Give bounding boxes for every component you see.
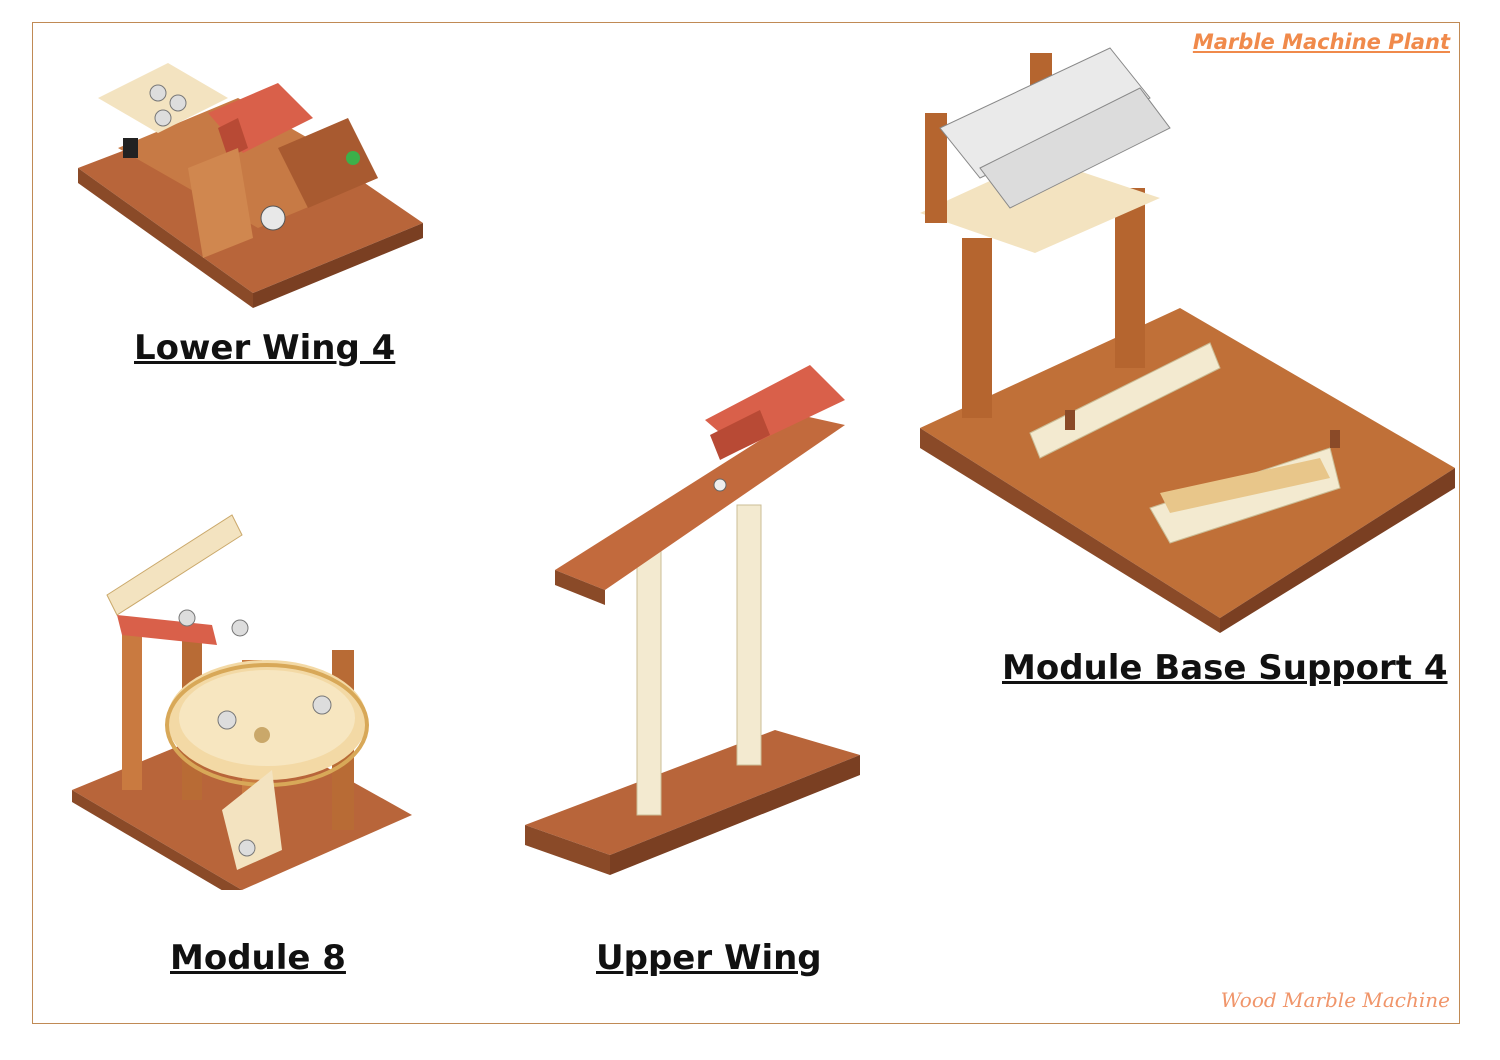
lower-wing-label: Lower Wing 4: [134, 328, 396, 368]
upper-wing-label: Upper Wing: [596, 938, 822, 978]
footer-caption: Wood Marble Machine: [1220, 988, 1450, 1012]
module-8-label: Module 8: [170, 938, 346, 978]
module-base-support-model-image: [920, 38, 1460, 633]
lower-wing-model-image: [78, 58, 428, 318]
page-title: Marble Machine Plant: [1192, 30, 1450, 54]
upper-wing-model-image: [525, 355, 865, 905]
module-base-support-label: Module Base Support 4: [1002, 648, 1448, 688]
module-8-model-image: [72, 510, 417, 890]
page-frame: [32, 22, 1460, 1024]
